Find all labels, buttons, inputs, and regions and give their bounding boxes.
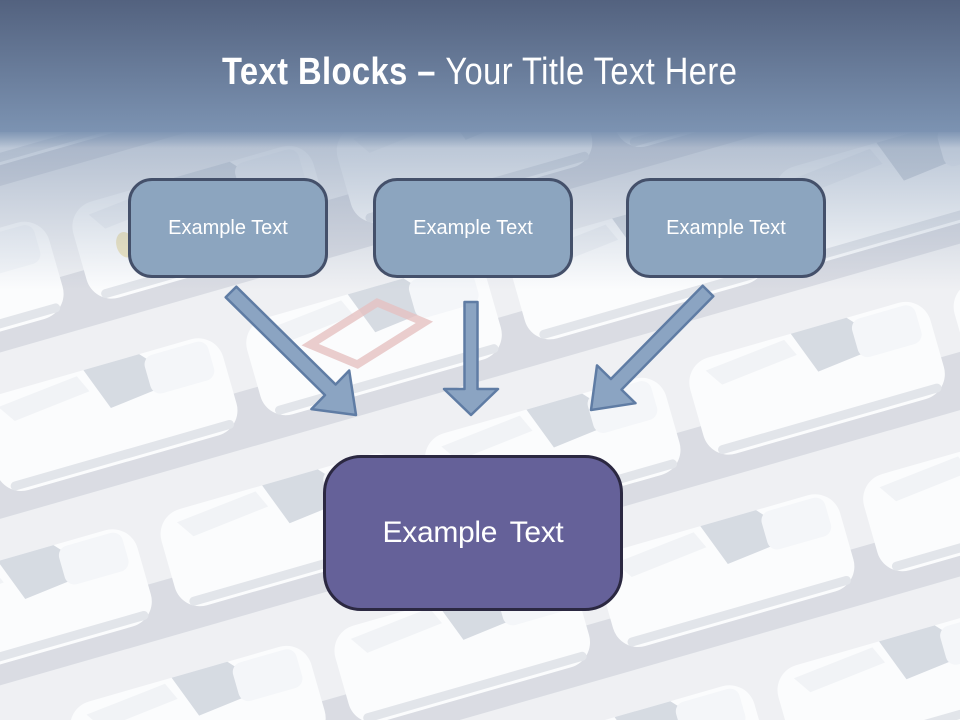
text-block-3-label: Example Text xyxy=(666,216,786,239)
text-block-2-label: Example Text xyxy=(413,216,533,239)
center-block-label: Example Text xyxy=(382,516,564,549)
slide-title: Text Blocks – Your Title Text Here xyxy=(222,41,737,91)
text-block-1-label: Example Text xyxy=(168,216,288,239)
slide-title-emphasis: Text Blocks – xyxy=(222,51,446,93)
text-block-2: Example Text xyxy=(373,178,573,278)
header-band: Text Blocks – Your Title Text Here xyxy=(0,0,960,132)
slide-title-regular: Your Title Text Here xyxy=(445,51,738,93)
center-block: Example Text xyxy=(323,455,623,611)
text-block-1: Example Text xyxy=(128,178,328,278)
text-block-3: Example Text xyxy=(626,178,826,278)
